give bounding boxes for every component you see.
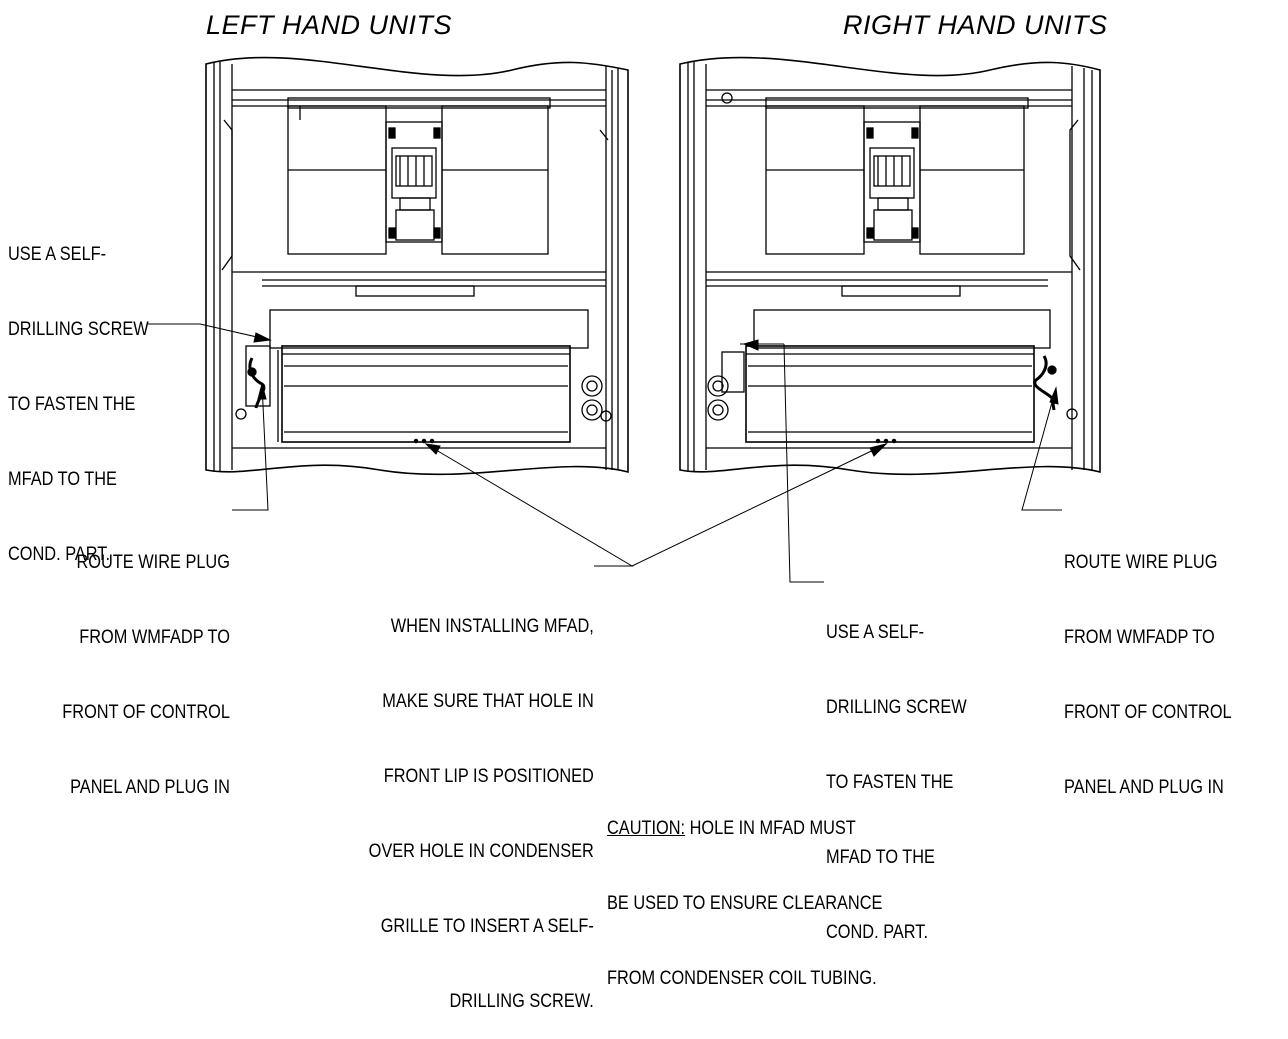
- note-line: GRILLE TO INSERT A SELF-: [380, 916, 594, 937]
- note-line: PANEL AND PLUG IN: [70, 777, 230, 798]
- note-line: FRONT OF CONTROL: [62, 702, 230, 723]
- leader-center-install: [425, 443, 634, 567]
- note-line: FRONT LIP IS POSITIONED: [383, 766, 594, 787]
- note-line: FRONT OF CONTROL: [1064, 702, 1232, 723]
- note-line: DRILLING SCREW.: [449, 991, 594, 1012]
- note-line: USE A SELF-: [826, 622, 925, 643]
- note-line: ROUTE WIRE PLUG: [76, 552, 230, 573]
- note-caution: CAUTION: HOLE IN MFAD MUST BE USED TO EN…: [607, 766, 882, 1016]
- note-line: ROUTE WIRE PLUG: [1064, 552, 1218, 573]
- leader-center-install-right: [631, 443, 887, 567]
- caution-rest: HOLE IN MFAD MUST: [685, 818, 856, 839]
- note-line: PANEL AND PLUG IN: [1064, 777, 1224, 798]
- leader-right-screw: [783, 343, 824, 583]
- note-line: DRILLING SCREW: [826, 697, 967, 718]
- leader-lines: [148, 323, 1062, 583]
- note-line: MFAD TO THE: [8, 469, 117, 490]
- leader-left-wire: [232, 383, 269, 511]
- note-line: BE USED TO ENSURE CLEARANCE: [607, 893, 883, 914]
- note-left-wire: ROUTE WIRE PLUG FROM WMFADP TO FRONT OF …: [62, 500, 230, 825]
- note-line: FROM WMFADP TO: [1064, 627, 1215, 648]
- caution-first-line: CAUTION: HOLE IN MFAD MUST: [607, 816, 882, 841]
- note-line: TO FASTEN THE: [826, 772, 954, 793]
- note-line: FROM WMFADP TO: [79, 627, 230, 648]
- note-line: DRILLING SCREW: [8, 319, 149, 340]
- unit-drawings: [148, 56, 1101, 583]
- note-line: MAKE SURE THAT HOLE IN: [382, 691, 594, 712]
- note-line: OVER HOLE IN CONDENSER: [368, 841, 594, 862]
- note-line: USE A SELF-: [8, 244, 107, 265]
- right-hand-units-title: RIGHT HAND UNITS: [843, 10, 1108, 40]
- note-left-screw: USE A SELF- DRILLING SCREW TO FASTEN THE…: [8, 192, 149, 592]
- left-hand-units-title: LEFT HAND UNITS: [206, 10, 453, 40]
- note-center-install: WHEN INSTALLING MFAD, MAKE SURE THAT HOL…: [369, 564, 594, 1039]
- note-line: WHEN INSTALLING MFAD,: [390, 616, 594, 637]
- note-line: TO FASTEN THE: [8, 394, 136, 415]
- caution-label: CAUTION:: [607, 818, 686, 839]
- note-line: COND. PART.: [8, 544, 110, 565]
- right-unit-drawing: [679, 56, 1101, 476]
- leader-right-wire: [1021, 387, 1062, 511]
- note-line: FROM CONDENSER COIL TUBING.: [607, 968, 877, 989]
- note-right-wire: ROUTE WIRE PLUG FROM WMFADP TO FRONT OF …: [1064, 500, 1232, 825]
- leader-left-screw: [148, 323, 271, 341]
- left-unit-drawing: [205, 56, 629, 476]
